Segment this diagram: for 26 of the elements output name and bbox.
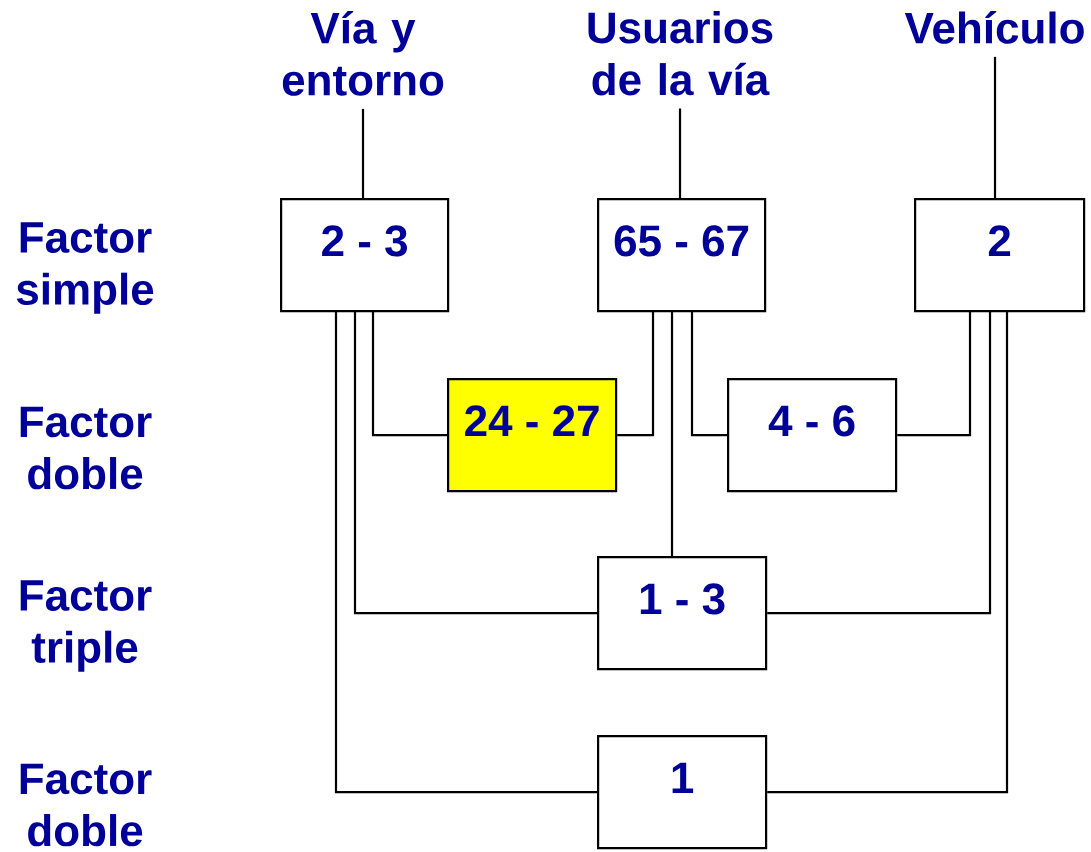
- connector-line: [767, 310, 992, 615]
- value-box: 1: [597, 735, 768, 850]
- connector-line: [617, 310, 655, 437]
- value-box: 1 - 3: [597, 556, 768, 671]
- connector-line: [767, 310, 1009, 794]
- connector-line: [678, 108, 682, 198]
- connector-line: [361, 108, 365, 198]
- value-box: 2: [914, 198, 1086, 313]
- connector-line: [334, 310, 597, 794]
- connector-line: [353, 310, 597, 615]
- connector-line: [670, 310, 674, 556]
- value-box: 2 - 3: [280, 198, 450, 313]
- column-heading: Usuarios de la vía: [588, 11, 773, 96]
- value-box: 4 - 6: [727, 378, 898, 493]
- row-label: Factor triple: [20, 580, 152, 672]
- row-label: Factor doble: [20, 406, 152, 490]
- connector-line: [897, 310, 972, 437]
- connector-line: [371, 310, 447, 437]
- connector-line: [993, 56, 997, 198]
- value-box: 24 - 27: [447, 378, 618, 493]
- connector-line: [690, 310, 727, 437]
- row-label: Factor doble: [20, 763, 152, 847]
- column-heading: Vía y entorno: [282, 11, 444, 96]
- row-label: Factor simple: [16, 222, 154, 314]
- value-box: 65 - 67: [597, 198, 767, 313]
- column-heading: Vehículo: [904, 11, 1084, 44]
